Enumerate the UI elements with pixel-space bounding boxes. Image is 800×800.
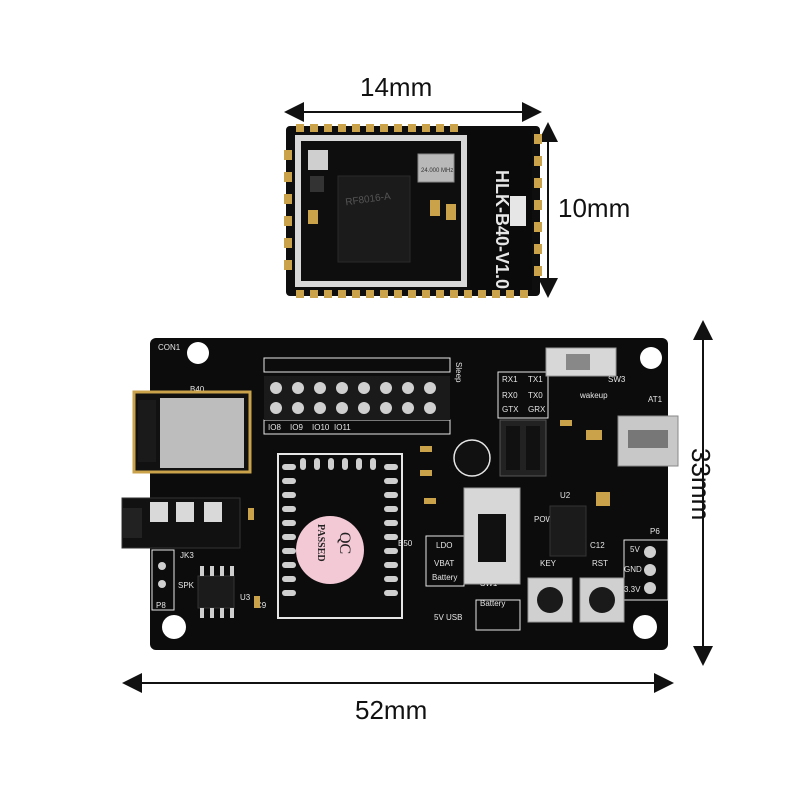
module-footprint [277,453,403,619]
onboard-ble-module [132,390,252,474]
micro-usb-port [617,415,679,467]
label-key: KEY [540,559,557,568]
chip-u3 [197,566,235,618]
mounting-hole [640,347,662,369]
module-crystal-text: 24.000 MHz [421,168,453,174]
qc-passed-sticker: QC PASSED [296,516,364,584]
label-rst: RST [592,559,608,568]
label-battery: Battery [480,599,505,608]
label-b50: B50 [398,539,413,548]
slide-switch-sleep [545,347,617,377]
label-jk: JK3 [180,551,194,560]
passed-text: PASSED [315,524,326,562]
label-pin-33: 3.3V [624,585,641,594]
label-io11: IO11 [334,423,351,432]
slide-switch-battery [463,487,521,585]
label-ldo: LDO [436,541,452,550]
label-vbat: VBAT [434,559,454,568]
regulator-u2 [549,505,587,557]
label-tx0: TX0 [528,391,543,400]
module-width-label: 14mm [360,72,433,102]
label-c9: C9 [256,601,267,610]
label-io8: IO8 [268,423,281,432]
ble-module: RF8016-A 24.000 MHz HLK-B40-V1.0 [284,124,542,298]
label-5v-usb: 5V USB [434,613,462,622]
label-power: POWER [534,515,564,524]
label-pin-gnd: GND [624,565,642,574]
header-p5 [264,376,450,420]
board-width-label: 52mm [355,695,428,725]
label-con: CON1 [158,343,181,352]
label-c12: C12 [590,541,605,550]
label-sleep: Sleep [454,362,463,383]
label-u2: U2 [560,491,571,500]
module-height-label: 10mm [558,193,631,223]
label-p8: P8 [156,601,166,610]
label-sw3: SW3 [608,375,626,384]
label-rx1: RX1 [502,375,518,384]
audio-jack [121,497,241,549]
label-pin-5v: 5V [630,545,640,554]
label-tx1: TX1 [528,375,543,384]
mounting-hole [162,615,186,639]
label-wakeup: wakeup [579,391,608,400]
label-grx: GRX [528,405,546,414]
label-io10: IO10 [312,423,330,432]
capacitor [453,439,491,477]
label-u3: U3 [240,593,251,602]
qc-text: QC [336,532,353,554]
mounting-hole [633,615,657,639]
label-p6: P6 [650,527,660,536]
label-spk: SPK [178,581,195,590]
label-gtx: GTX [502,405,519,414]
label-at1: AT1 [648,395,663,404]
label-io9: IO9 [290,423,303,432]
key-button [527,577,573,623]
jumper-block [499,419,547,477]
dev-board: CON1 B40 JK3 SPK P8 U3 C9 P5 B50 LDO VBA… [121,338,679,650]
label-battery-slide: Battery [432,573,457,582]
module-silkscreen: HLK-B40-V1.0 [492,170,512,289]
label-b40: B40 [190,385,205,394]
rst-button [579,577,625,623]
mounting-hole [187,342,209,364]
label-rx0: RX0 [502,391,518,400]
